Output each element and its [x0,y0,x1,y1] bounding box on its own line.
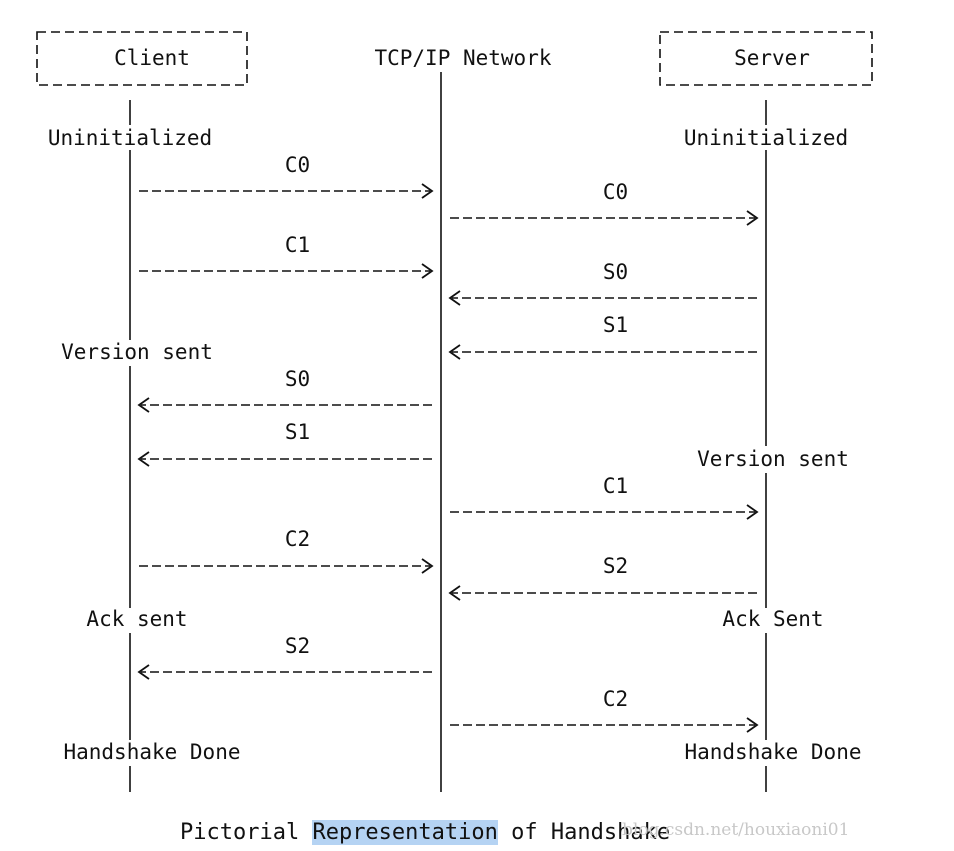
state-labels: Uninitialized Uninitialized Version sent… [48,126,862,764]
message-1: C0 [139,153,434,199]
network-label: TCP/IP Network [374,46,551,70]
caption-suffix: of Handshake [497,820,671,845]
message-9: C2 [139,527,434,574]
server-label: Server [734,46,810,70]
message-3: C1 [139,233,434,279]
caption: Pictorial Representation of Handshake [180,818,670,848]
server-box [659,31,873,86]
client-state-handshake-done: Handshake Done [63,740,240,764]
message-arrow-head [746,717,759,733]
message-label: S2 [285,634,310,658]
message-2: C0 [450,180,759,226]
server-state-uninitialized: Uninitialized [684,126,848,150]
message-label: S0 [285,367,310,391]
lifelines [129,72,767,792]
message-label: S1 [603,313,628,337]
message-7: S1 [137,420,432,467]
client-label: Client [114,46,190,70]
caption-highlight: Representation [312,820,498,845]
message-label: C2 [285,527,310,551]
message-11: S2 [137,634,432,680]
client-state-version-sent: Version sent [61,340,213,364]
caption-prefix: Pictorial [180,820,313,845]
server-state-ack-sent: Ack Sent [722,607,823,631]
message-arrow-head [137,397,150,413]
message-10: S2 [448,554,757,601]
message-4: S0 [448,260,757,306]
message-arrow-head [421,263,434,279]
message-label: C1 [603,474,628,498]
client-box [36,31,248,86]
message-arrow-head [448,290,461,306]
server-state-version-sent: Version sent [697,447,849,471]
message-label: C0 [285,153,310,177]
client-state-ack-sent: Ack sent [86,607,187,631]
message-label: S0 [603,260,628,284]
message-arrow-head [421,183,434,199]
client-state-uninitialized: Uninitialized [48,126,212,150]
message-arrow-head [746,504,759,520]
message-arrow-head [448,344,461,360]
server-node: Server [659,31,873,86]
message-arrow-head [746,210,759,226]
message-8: C1 [450,474,759,520]
message-label: C2 [603,687,628,711]
message-label: C0 [603,180,628,204]
message-5: S1 [448,313,757,360]
message-arrow-head [137,664,150,680]
message-label: C1 [285,233,310,257]
message-label: S2 [603,554,628,578]
message-12: C2 [450,687,759,733]
server-state-handshake-done: Handshake Done [684,740,861,764]
message-arrow-head [137,451,150,467]
message-label: S1 [285,420,310,444]
message-6: S0 [137,367,432,413]
client-node: Client [36,31,248,86]
message-arrow-head [448,585,461,601]
watermark: blog.csdn.net/houxiaoni01 [622,820,850,840]
message-arrow-head [421,558,434,574]
